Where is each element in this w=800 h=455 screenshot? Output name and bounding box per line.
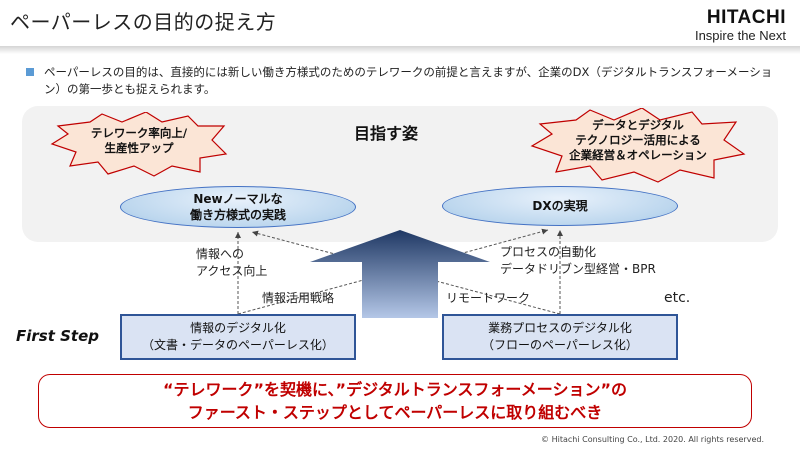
remote-work-label: リモートワーク <box>446 291 531 305</box>
left-oval-line-2: 働き方様式の実践 <box>189 208 286 222</box>
info-access-label: 情報への アクセス向上 <box>196 246 267 280</box>
logo-tagline: Inspire the Next <box>694 28 786 43</box>
conclusion-line-1: “テレワーク”を契機に、”デジタルトランスフォーメーション”の <box>163 380 627 399</box>
left-burst-text: テレワーク率向上/ 生産性アップ <box>74 126 204 156</box>
right-burst-line-3: 企業経営＆オペレーション <box>569 148 707 162</box>
info-strategy-label: 情報活用戦略 <box>262 291 335 305</box>
dash-line-right-to-work <box>251 230 561 315</box>
first-step-label: First Step <box>16 327 99 345</box>
info-digitization-line-1: 情報のデジタル化 <box>190 321 286 335</box>
info-access-line-2: アクセス向上 <box>196 264 268 278</box>
right-burst-shape <box>530 108 746 183</box>
left-burst-shape <box>50 112 228 177</box>
left-oval-line-1: Newノーマルな <box>193 192 283 206</box>
right-oval-line-1: DXの実現 <box>532 199 588 213</box>
process-digitization-box: 業務プロセスのデジタル化 （フローのペーパーレス化） <box>442 314 678 360</box>
header-divider <box>0 46 800 54</box>
left-burst-line-1: テレワーク率向上/ <box>90 126 188 140</box>
right-burst-line-1: データとデジタル <box>592 118 684 132</box>
bullet-square-icon <box>26 68 34 76</box>
left-burst-line-2: 生産性アップ <box>104 141 174 155</box>
process-digitization-line-1: 業務プロセスのデジタル化 <box>488 321 632 335</box>
info-digitization-box: 情報のデジタル化 （文書・データのペーパーレス化） <box>120 314 356 360</box>
big-up-arrow <box>310 230 490 318</box>
process-auto-label: プロセスの自動化 データドリブン型経営・BPR <box>500 244 656 278</box>
conclusion-line-2: ファースト・ステップとしてペーパーレスに取り組むべき <box>187 403 603 422</box>
right-goal-oval: DXの実現 <box>442 186 678 226</box>
right-burst-text: データとデジタル テクノロジー活用による 企業経営＆オペレーション <box>558 118 718 163</box>
etc-label: etc. <box>664 290 691 306</box>
process-auto-line-2: データドリブン型経営・BPR <box>500 262 656 276</box>
process-auto-line-1: プロセスの自動化 <box>500 245 597 259</box>
hitachi-logo: HITACHI <box>706 7 786 28</box>
copyright-text: © Hitachi Consulting Co., Ltd. 2020. All… <box>541 435 764 444</box>
page-title: ペーパーレスの目的の捉え方 <box>10 10 277 34</box>
goal-label: 目指す姿 <box>354 124 419 143</box>
intro-text: ペーパーレスの目的は、直接的には新しい働き方様式のためのテレワークの前提と言えま… <box>44 65 773 96</box>
right-burst-line-2: テクノロジー活用による <box>575 133 701 147</box>
conclusion-box: “テレワーク”を契機に、”デジタルトランスフォーメーション”の ファースト・ステ… <box>38 374 752 428</box>
info-digitization-line-2: （文書・データのペーパーレス化） <box>142 338 334 352</box>
info-access-line-1: 情報への <box>196 247 245 261</box>
process-digitization-line-2: （フローのペーパーレス化） <box>482 338 638 352</box>
left-goal-oval: Newノーマルな 働き方様式の実践 <box>120 186 356 228</box>
